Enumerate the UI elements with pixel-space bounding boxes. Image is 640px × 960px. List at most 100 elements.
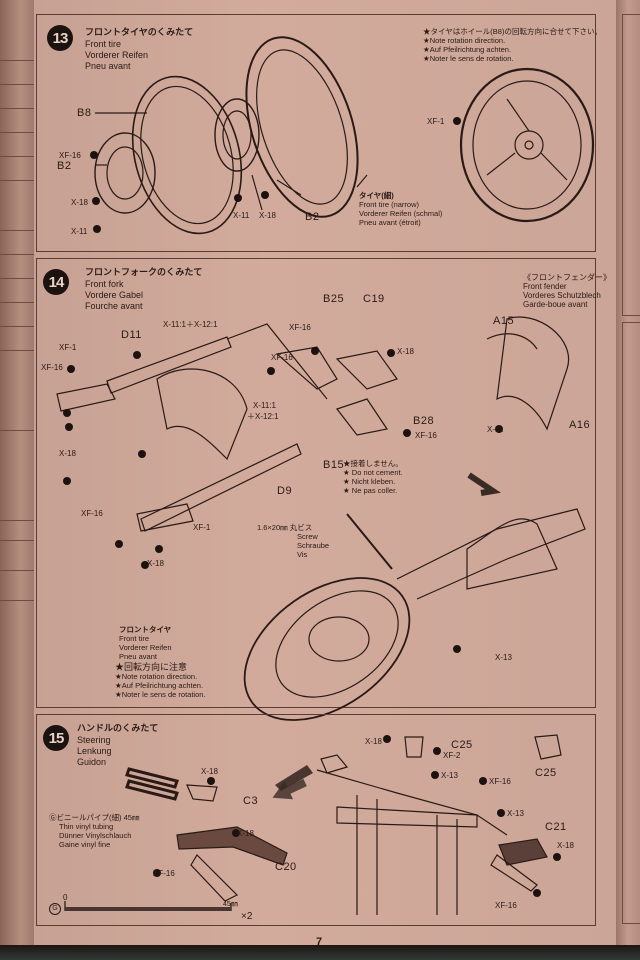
vinyl-tubing-de: Dünner Vinylschlauch xyxy=(59,831,132,840)
scale-multiplier: ×2 xyxy=(241,911,253,922)
part-d9-label: D9 xyxy=(277,485,293,497)
front-fender-en: Front fender xyxy=(523,282,567,291)
part-b2-label-right: B2 xyxy=(305,211,320,223)
rotation-note-14-en: ★Note rotation direction. xyxy=(115,672,198,681)
step-14-title-en: Front fork xyxy=(85,279,124,289)
part-b28-label: B28 xyxy=(413,415,435,427)
rotation-note-14-fr: ★Noter le sens de rotation. xyxy=(115,690,206,699)
part-d11-label: D11 xyxy=(121,329,142,341)
front-tire-label: フロントタイヤ Front tire Vorderer Reifen Pneu … xyxy=(119,625,172,661)
step-14-title-jp: フロントフォークのくみたて xyxy=(85,267,203,277)
screw-xf16-label-b: XF-16 xyxy=(489,777,511,786)
vinyl-tubing-label: Ⓖビニールパイプ(細) 45㎜ Thin vinyl tubing Dünner… xyxy=(49,813,139,849)
rotation-note-14-de: ★Auf Pfeilrichtung achten. xyxy=(115,681,204,690)
part-c21-label: C21 xyxy=(545,821,567,833)
screw-xf16-label-a: XF-16 xyxy=(41,363,63,372)
screw-x18-label-d: X-18 xyxy=(557,841,574,850)
screw-xf1-label-b: XF-1 xyxy=(193,523,211,532)
screw-spec-de: Schraube xyxy=(297,541,330,550)
scale-letter: G xyxy=(49,903,61,915)
front-fender-fr: Garde-boue avant xyxy=(523,300,588,309)
rotation-note-en: ★Note rotation direction. xyxy=(423,36,506,45)
step-13-panel: 13 フロントタイヤのくみたて Front tire Vorderer Reif… xyxy=(36,14,602,252)
screw-spec-fr: Vis xyxy=(297,550,308,559)
screw-xf16-label: XF-16 xyxy=(59,151,81,160)
screw-xf16-label-c: XF-16 xyxy=(495,901,517,910)
part-b25-label: B25 xyxy=(323,293,345,305)
no-cement-fr: ★ Ne pas coller. xyxy=(343,486,398,495)
part-b2-label: B2 xyxy=(57,160,72,172)
step-13-title-de: Vorderer Reifen xyxy=(85,50,149,60)
part-c25-label-detail: C25 xyxy=(535,767,557,779)
step-15-title-de: Lenkung xyxy=(77,746,112,756)
screw-x13-label-a: X-13 xyxy=(441,771,458,780)
part-a16-label: A16 xyxy=(569,419,591,431)
part-b8-label: B8 xyxy=(77,107,92,119)
front-fork-exploded-drawing xyxy=(56,316,586,721)
step-14-number: 14 xyxy=(43,269,69,295)
step-15-title-en: Steering xyxy=(77,735,111,745)
tire-narrow-jp: タイヤ(細) xyxy=(359,191,394,200)
background-surface xyxy=(0,945,640,960)
step-13-number: 13 xyxy=(47,25,73,51)
screw-x18-label-b: X-18 xyxy=(147,559,164,568)
part-b15-label: B15 xyxy=(323,459,345,471)
step-14-title-fr: Fourche avant xyxy=(85,301,143,311)
tire-narrow-fr: Pneu avant (étroit) xyxy=(359,218,421,227)
vinyl-tubing-jp: Ⓖビニールパイプ(細) 45㎜ xyxy=(49,813,140,822)
screw-spec-label: 1.6×20㎜ 丸ビス Screw Schraube Vis xyxy=(257,523,329,559)
tire-narrow-en: Front tire (narrow) xyxy=(359,200,420,209)
scale-start-label: 0 xyxy=(63,893,68,902)
front-tire-fr: Pneu avant xyxy=(119,652,157,661)
screw-x11-label: X-11:1 xyxy=(253,401,276,410)
screw-x18-label-b: X-18 xyxy=(237,829,254,838)
screw-xf16-label-e: XF-16 xyxy=(415,431,437,440)
step-15-number: 15 xyxy=(43,725,69,751)
adjacent-right-page xyxy=(616,0,640,945)
step-13-title: フロントタイヤのくみたて Front tire Vorderer Reifen … xyxy=(85,27,193,72)
step-13-title-jp: フロントタイヤのくみたて xyxy=(85,27,194,37)
part-a15-label: A15 xyxy=(493,315,515,327)
step-15-title: ハンドルのくみたて Steering Lenkung Guidon xyxy=(77,723,158,768)
screw-x18-label-c: X-18 xyxy=(397,347,414,356)
part-c3-label: C3 xyxy=(243,795,259,807)
part-c20-label: C20 xyxy=(275,861,297,873)
scale-end-label: 45㎜ xyxy=(223,901,238,908)
front-fender-de: Vorderes Schutzblech xyxy=(523,291,601,300)
screw-spec-en: Screw xyxy=(297,532,318,541)
front-fender-jp: 《フロントフェンダー》 xyxy=(523,273,611,282)
tubing-scale-bar xyxy=(65,907,231,911)
rotation-note-jp: ★タイヤはホイール(B8)の回転方向に合せて下さい。 xyxy=(423,27,602,36)
step-14-title: フロントフォークのくみたて Front fork Vordere Gabel F… xyxy=(85,267,202,312)
rotation-note-14-jp: ★回転方向に注意 xyxy=(115,662,188,672)
step-13-title-fr: Pneu avant xyxy=(85,61,131,71)
screw-x18-label-a: X-18 xyxy=(201,767,218,776)
step-14-title-de: Vordere Gabel xyxy=(85,290,144,300)
rotation-note-fr: ★Noter le sens de rotation. xyxy=(423,54,514,63)
screw-x11-label-fender: X-11 xyxy=(487,425,504,434)
screw-x11-label: X-11 xyxy=(71,227,88,236)
front-tire-jp: フロントタイヤ xyxy=(119,625,172,634)
screw-xf2-label: XF-2 xyxy=(443,751,461,760)
rotation-note: ★タイヤはホイール(B8)の回転方向に合せて下さい。 ★Note rotatio… xyxy=(423,27,602,63)
no-cement-en: ★ Do not cement. xyxy=(343,468,403,477)
vinyl-tubing-en: Thin vinyl tubing xyxy=(59,822,114,831)
tire-narrow-label: タイヤ(細) Front tire (narrow) Vorderer Reif… xyxy=(359,191,442,227)
screw-xf16-label-a: XF-16 xyxy=(153,869,175,878)
screw-x13-label-b: X-13 xyxy=(507,809,524,818)
rotation-note-de: ★Auf Pfeilrichtung achten. xyxy=(423,45,512,54)
screw-x11-label-b: X-11 xyxy=(233,211,250,220)
part-c25-label: C25 xyxy=(451,739,473,751)
vinyl-tubing-fr: Gaine vinyl fine xyxy=(59,840,111,849)
screw-xf1-label: XF-1 xyxy=(427,117,445,126)
screw-x13-label: X-13 xyxy=(495,653,512,662)
screw-x18-label-b: X-18 xyxy=(259,211,276,220)
screw-x18-label-c: X-18 xyxy=(365,737,382,746)
front-tire-de: Vorderer Reifen xyxy=(119,643,172,652)
front-tire-en: Front tire xyxy=(119,634,150,643)
step-14-panel: 14 フロントフォークのくみたて Front fork Vordere Gabe… xyxy=(36,258,611,721)
screw-x18-label: X-18 xyxy=(71,198,88,207)
tire-narrow-de: Vorderer Reifen (schmal) xyxy=(359,209,443,218)
step-15-title-jp: ハンドルのくみたて xyxy=(77,723,159,733)
screw-x11-x12-label: X-11:1＋X-12:1 xyxy=(163,320,218,329)
